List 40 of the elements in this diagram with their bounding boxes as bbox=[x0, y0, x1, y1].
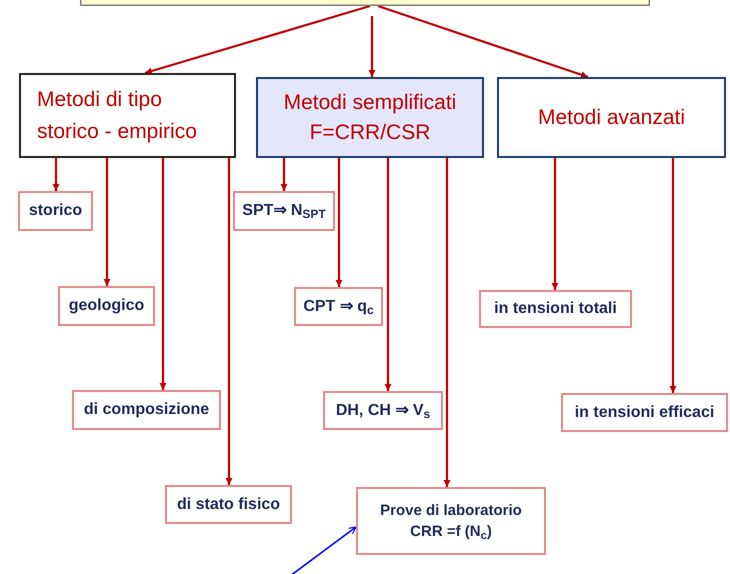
arrow bbox=[670, 158, 676, 393]
method-box bbox=[561, 393, 728, 432]
arrow bbox=[336, 158, 342, 287]
arrow bbox=[280, 158, 288, 191]
category-box bbox=[356, 487, 546, 555]
method-box bbox=[58, 286, 155, 326]
node-label: Metodi avanzati bbox=[538, 104, 686, 131]
arrow bbox=[552, 158, 558, 290]
method-box bbox=[479, 290, 632, 328]
arrow bbox=[290, 526, 357, 574]
arrow bbox=[160, 158, 166, 390]
node-label: SPT⇒ N$_{SPT}$ bbox=[242, 201, 326, 222]
method-box bbox=[294, 287, 383, 326]
method-box bbox=[323, 391, 443, 430]
arrow bbox=[144, 4, 370, 74]
node-label: geologico bbox=[68, 296, 144, 316]
arrow bbox=[104, 158, 110, 286]
arrow bbox=[368, 16, 376, 77]
method-box bbox=[233, 191, 335, 231]
category-box bbox=[256, 77, 484, 158]
category-box bbox=[19, 73, 236, 158]
arrow bbox=[444, 158, 450, 487]
node-label: Metodi di tipo storico - empirico bbox=[37, 87, 198, 144]
node-label: di stato fisico bbox=[176, 494, 280, 515]
arrow bbox=[226, 158, 232, 485]
method-box bbox=[18, 191, 93, 231]
node-label: di composizione bbox=[84, 400, 210, 420]
node-label: storico bbox=[28, 201, 82, 222]
arrow bbox=[378, 4, 588, 78]
node-label: Metodi semplificati F=CRR/CSR bbox=[282, 90, 458, 146]
node-label: CPT ⇒ q$_{c}$ bbox=[303, 296, 374, 318]
node-label: in tensioni totali bbox=[494, 299, 617, 320]
node-label: in tensioni efficaci bbox=[574, 402, 714, 423]
method-box bbox=[72, 390, 221, 430]
arrow bbox=[52, 158, 60, 191]
method-box bbox=[165, 485, 292, 524]
category-box bbox=[497, 77, 726, 158]
arrow bbox=[384, 158, 392, 391]
node-label: DH, CH ⇒ V$_{s}$ bbox=[336, 400, 430, 422]
node-label: Prove di laboratorio CRR =f (N$_{c}$) bbox=[379, 501, 523, 542]
